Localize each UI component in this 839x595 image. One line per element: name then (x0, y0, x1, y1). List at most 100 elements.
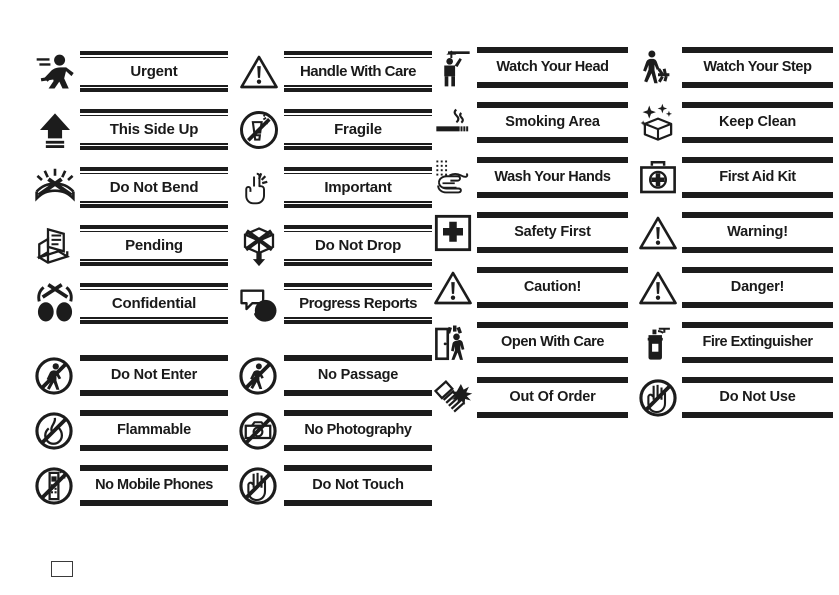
sign-label: Important (324, 179, 392, 196)
sign-label: Urgent (130, 63, 178, 80)
sign-item[interactable]: First Aid Kit (637, 150, 833, 205)
sign-plate: Do Not Enter (80, 354, 228, 398)
no-mobile-phone-icon (32, 464, 76, 508)
sign-plate: No Mobile Phones (80, 464, 228, 508)
plate-rule-top (80, 465, 228, 472)
sign-item[interactable]: Do Not Bend (32, 160, 228, 215)
do-not-bend-icon (32, 166, 77, 210)
sign-item[interactable]: No Photography (236, 403, 432, 458)
sign-item[interactable]: Smoking Area (432, 95, 628, 150)
sign-column: Watch Your Step Keep Clean First Aid Kit… (637, 40, 833, 425)
sign-label: Pending (125, 237, 183, 254)
plate-rule-bottom (477, 136, 628, 143)
warning-triangle-icon (637, 211, 679, 255)
plate-rule-bottom (477, 81, 628, 88)
sign-item[interactable]: Flammable (32, 403, 228, 458)
sign-plate: Do Not Drop (284, 225, 432, 266)
pointing-hand-icon (236, 166, 281, 210)
sign-item[interactable]: Danger! (637, 260, 833, 315)
plate-rule-bottom (80, 201, 228, 208)
sign-label: Smoking Area (505, 114, 600, 131)
open-door-person-icon (432, 321, 474, 365)
sign-plate: Do Not Touch (284, 464, 432, 508)
sign-item[interactable]: Safety First (432, 205, 628, 260)
plate-rule-bottom (284, 317, 432, 324)
sign-label: No Passage (317, 367, 399, 384)
plate-rule-top (284, 410, 432, 417)
plate-rule-top (80, 167, 228, 174)
sign-item[interactable]: Fragile (236, 102, 432, 157)
sign-item[interactable]: Wash Your Hands (432, 150, 628, 205)
plate-rule-bottom (477, 246, 628, 253)
sign-plate: Fire Extinguisher (682, 321, 833, 365)
sign-grid: Do Not Enter Flammable No Mobile Phones … (32, 348, 432, 513)
sign-label: Out Of Order (509, 389, 596, 406)
sign-plate: No Photography (284, 409, 432, 453)
wash-hands-icon (432, 156, 474, 200)
plate-rule-bottom (682, 356, 833, 363)
plate-rule-top (80, 355, 228, 362)
plate-rule-bottom (477, 356, 628, 363)
sign-item[interactable]: Do Not Enter (32, 348, 228, 403)
sign-item[interactable]: Confidential (32, 276, 228, 331)
plate-rule-top (284, 465, 432, 472)
sign-item[interactable]: Urgent (32, 44, 228, 99)
sign-item[interactable]: Do Not Touch (236, 458, 432, 513)
do-not-drop-box-icon (236, 224, 281, 268)
sign-plate: Flammable (80, 409, 228, 453)
plate-rule-top (682, 157, 833, 164)
sign-item[interactable]: No Passage (236, 348, 432, 403)
sign-plate: First Aid Kit (682, 156, 833, 200)
no-touch-hand-icon (236, 464, 280, 508)
broken-bulb-icon (432, 376, 474, 420)
plate-rule-top (682, 377, 833, 384)
sign-item[interactable]: Progress Reports (236, 276, 432, 331)
sign-item[interactable]: Watch Your Step (637, 40, 833, 95)
sign-item[interactable]: This Side Up (32, 102, 228, 157)
no-touch-hand-icon (637, 376, 679, 420)
sign-item[interactable]: Keep Clean (637, 95, 833, 150)
sign-label: Caution! (523, 279, 582, 296)
warning-triangle-icon (236, 50, 281, 94)
plate-rule-top (682, 212, 833, 219)
sparkling-box-icon (637, 101, 679, 145)
plate-rule-top (80, 410, 228, 417)
plate-rule-top (477, 157, 628, 164)
plate-rule-bottom (682, 136, 833, 143)
sign-column: Urgent This Side Up Do Not Bend Pending … (32, 44, 228, 334)
sign-label: Watch Your Head (496, 59, 609, 76)
sign-item[interactable]: Do Not Drop (236, 218, 432, 273)
sign-plate: Pending (80, 225, 228, 266)
plate-rule-bottom (477, 301, 628, 308)
sign-label: Safety First (514, 224, 591, 241)
group-prohibition-signs: Do Not Enter Flammable No Mobile Phones … (32, 348, 432, 513)
sign-item[interactable]: Important (236, 160, 432, 215)
sign-item[interactable]: Watch Your Head (432, 40, 628, 95)
plate-rule-top (682, 47, 833, 54)
sign-item[interactable]: Fire Extinguisher (637, 315, 833, 370)
plate-rule-bottom (284, 389, 432, 396)
running-person-icon (32, 50, 77, 94)
sign-plate: Handle With Care (284, 51, 432, 92)
plate-rule-top (284, 167, 432, 174)
warning-triangle-icon (432, 266, 474, 310)
plate-rule-bottom (682, 246, 833, 253)
sign-plate: Keep Clean (682, 101, 833, 145)
sign-item[interactable]: Out Of Order (432, 370, 628, 425)
sign-column: No Passage No Photography Do Not Touch (236, 348, 432, 513)
no-flame-icon (32, 409, 76, 453)
sign-item[interactable]: No Mobile Phones (32, 458, 228, 513)
sign-item[interactable]: Caution! (432, 260, 628, 315)
sign-item[interactable]: Handle With Care (236, 44, 432, 99)
sign-item[interactable]: Open With Care (432, 315, 628, 370)
plate-rule-top (682, 267, 833, 274)
plate-rule-bottom (477, 411, 628, 418)
plate-rule-bottom (80, 499, 228, 506)
sign-item[interactable]: Pending (32, 218, 228, 273)
plate-rule-top (80, 283, 228, 290)
sign-item[interactable]: Do Not Use (637, 370, 833, 425)
sign-item[interactable]: Warning! (637, 205, 833, 260)
sign-plate: Do Not Use (682, 376, 833, 420)
safety-cross-icon (432, 211, 474, 255)
